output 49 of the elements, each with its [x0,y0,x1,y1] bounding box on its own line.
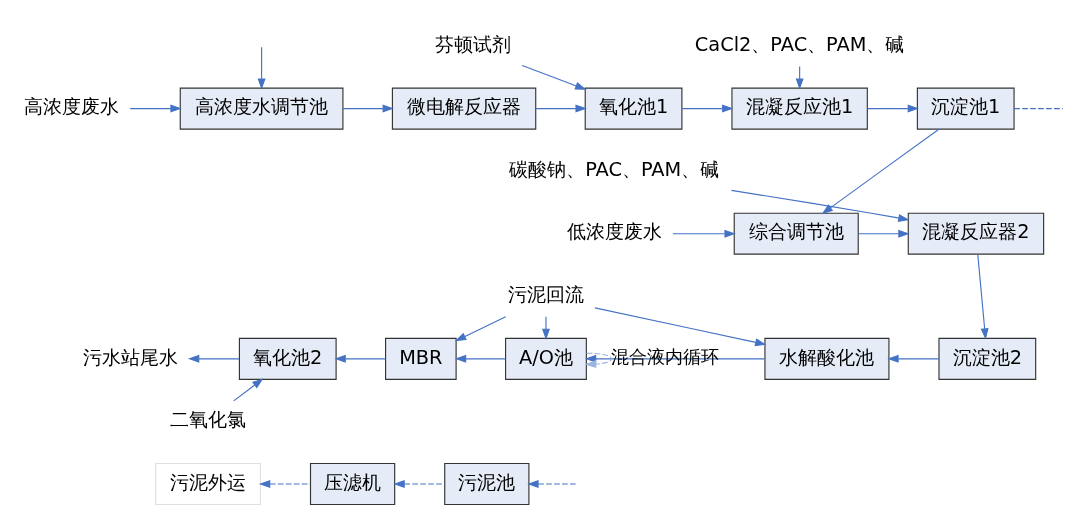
arrow [342,104,394,113]
node-text: 芬顿试剂 [435,32,512,56]
node-text: 污泥回流 [507,282,584,306]
node-box: 微电解反应器 [391,87,537,130]
arrow [887,354,940,363]
node-box: MBR [385,337,457,380]
arrow [454,354,506,363]
node-box: 沉淀池2 [938,337,1037,380]
connector [1013,107,1064,109]
node-box: 高浓度水调节池 [179,87,344,130]
node-box: 混凝反应池1 [731,87,868,130]
node-text: 高浓度废水 [24,94,120,118]
arrow [866,104,920,113]
arrow [527,479,579,488]
node-box: 氧化池1 [584,87,683,130]
arrow [454,315,507,341]
arrow [233,377,264,401]
arrow [584,352,612,368]
arrow [977,253,989,340]
arrow [542,315,550,340]
edge-label: 混合液内循环 [611,345,720,367]
arrow [672,229,736,238]
arrow [187,354,240,363]
node-box: 水解酸化池 [764,337,890,380]
node-text: 污水站尾水 [83,345,179,369]
arrow [681,104,734,113]
node-text: 碳酸钠、PAC、PAM、碱 [509,157,720,181]
arrow [857,229,910,238]
arrow [257,46,266,90]
node-box: 沉淀池1 [916,87,1015,130]
arrow [535,104,587,113]
arrow [730,189,910,222]
node-box: 综合调节池 [733,212,859,255]
arrow [594,306,767,346]
node-box: 氧化池2 [238,337,337,380]
arrow [258,479,311,488]
node-text: 二氧化氯 [170,407,247,431]
node-text: 低浓度废水 [566,219,662,243]
node-box: 污泥外运 [155,462,261,505]
node-box: 压滤机 [309,462,396,505]
arrow [521,64,587,90]
arrow [393,479,446,488]
node-box: A/O池 [505,337,587,380]
node-text: CaCl2、PAC、PAM、碱 [694,32,905,56]
arrow [334,354,386,363]
arrow [821,128,940,214]
node-box: 混凝反应器2 [907,212,1045,255]
node-box: 污泥池 [444,462,530,505]
arrow [129,104,182,113]
